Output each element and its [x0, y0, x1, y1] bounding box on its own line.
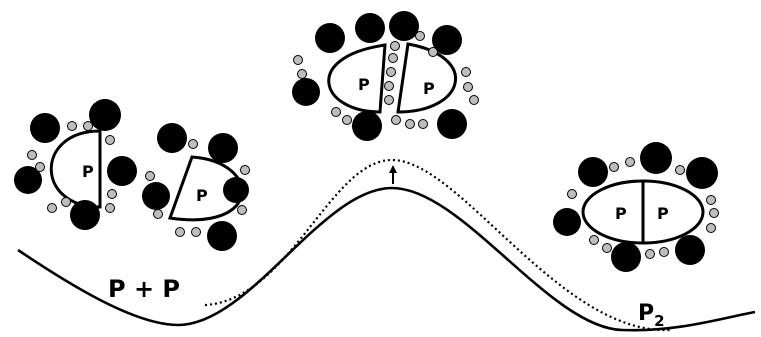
energy-curve-solid: [17, 186, 756, 332]
reactants-label: P + P: [108, 275, 180, 303]
protein-complex-dimer: P P: [553, 142, 719, 272]
large-ions: [14, 99, 137, 230]
energy-curve-dotted: [204, 158, 671, 332]
protein-label-left: P: [358, 75, 370, 94]
protein-label-right: P: [657, 204, 669, 223]
protein-complex-2: P: [142, 123, 250, 251]
protein-label: P: [82, 162, 94, 181]
protein-label-left: P: [615, 204, 627, 223]
small-ions: [27, 121, 117, 213]
large-ions: [553, 142, 718, 272]
protein-complex-1: P: [14, 99, 137, 230]
protein-shape-left: [327, 43, 387, 114]
large-ions: [142, 123, 249, 251]
large-ions: [292, 11, 467, 141]
product-label-base: P: [638, 301, 654, 326]
protein-label-right: P: [423, 79, 435, 98]
product-label-subscript: 2: [654, 312, 664, 330]
barrier-arrow: [389, 165, 397, 184]
small-ions: [145, 139, 250, 237]
small-ions: [293, 31, 479, 129]
protein-label: P: [196, 186, 208, 205]
small-ions: [567, 157, 719, 259]
product-label: P2: [638, 301, 665, 330]
protein-complex-transition: P P: [292, 11, 479, 141]
